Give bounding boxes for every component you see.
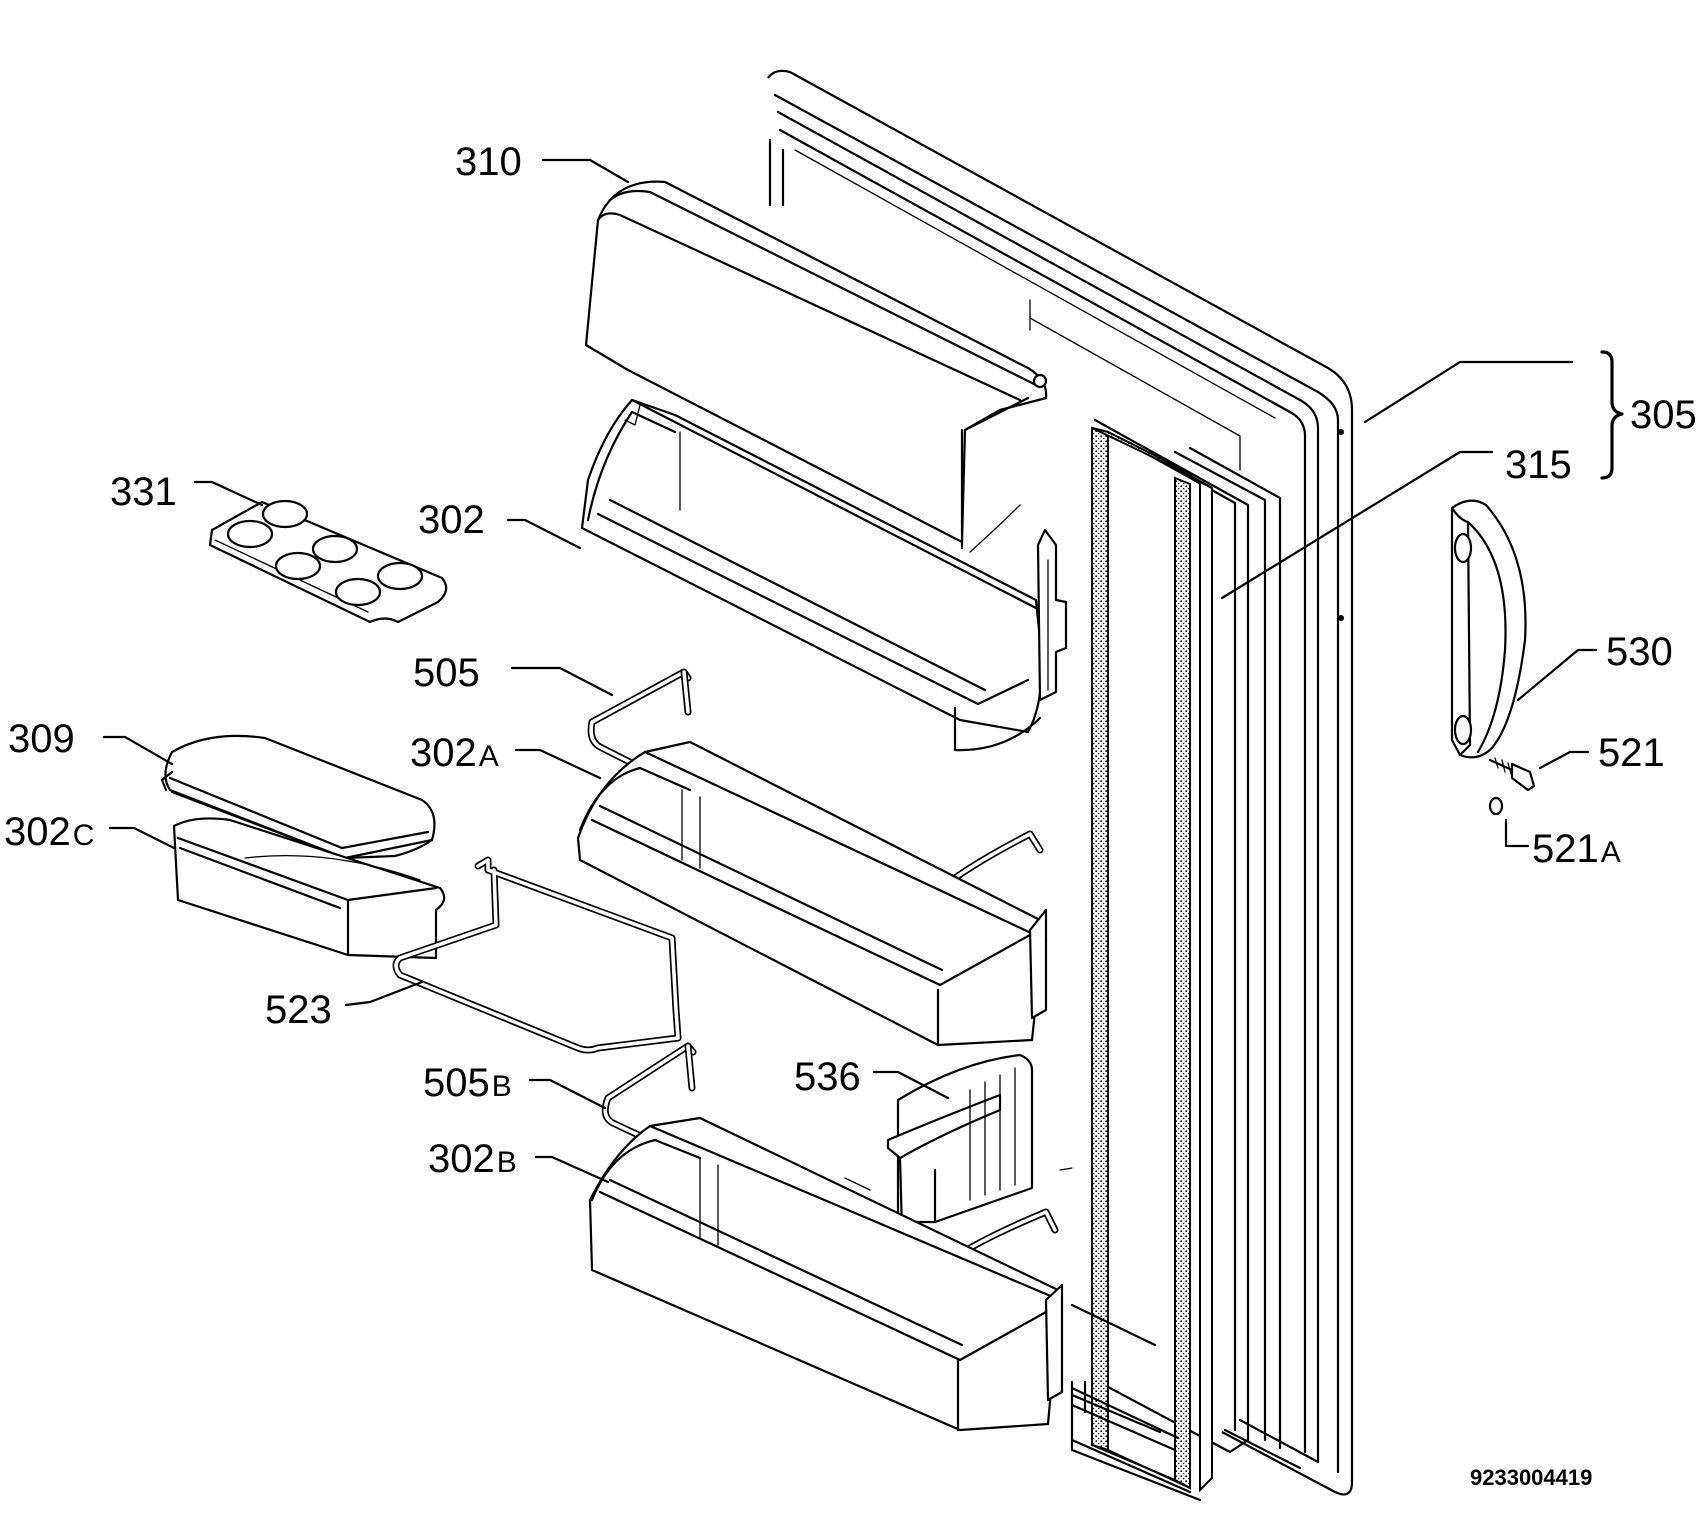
- svg-text:302B: 302B: [428, 1137, 517, 1181]
- svg-text:536: 536: [794, 1055, 861, 1099]
- svg-text:505B: 505B: [423, 1061, 512, 1105]
- svg-text:521A: 521A: [1532, 827, 1621, 871]
- label-521: 521: [1598, 731, 1665, 775]
- part-521a-washer: [1488, 796, 1504, 816]
- part-530-handle: [1450, 499, 1527, 759]
- part-labels: 310 305 315 331 302 530 505 309 302A 521…: [4, 140, 1697, 1490]
- label-505: 505: [413, 651, 480, 695]
- label-331: 331: [110, 470, 177, 514]
- label-310: 310: [455, 140, 522, 184]
- drawing-number: 9233004419: [1470, 1465, 1592, 1490]
- label-523: 523: [265, 988, 332, 1032]
- label-315: 315: [1505, 443, 1572, 487]
- label-309: 309: [8, 717, 75, 761]
- svg-text:310: 310: [455, 140, 522, 184]
- part-302a-shelf: [576, 740, 1048, 1047]
- svg-text:309: 309: [8, 717, 75, 761]
- part-536-divider: [886, 1053, 1034, 1232]
- label-530: 530: [1606, 630, 1673, 674]
- label-302b: 302: [428, 1137, 495, 1181]
- part-302c-box: [172, 817, 446, 960]
- svg-text:530: 530: [1606, 630, 1673, 674]
- part-310-lid: [584, 180, 1048, 553]
- svg-text:305: 305: [1630, 393, 1697, 437]
- svg-text:521: 521: [1598, 731, 1665, 775]
- label-302: 302: [418, 498, 485, 542]
- label-536: 536: [794, 1055, 861, 1099]
- svg-text:505: 505: [413, 651, 480, 695]
- leader-lines: [102, 158, 1624, 1184]
- svg-text:302: 302: [418, 498, 485, 542]
- part-302-upper-shelf: [580, 398, 1068, 752]
- label-302c: 302: [4, 810, 71, 854]
- svg-text:302C: 302C: [4, 810, 94, 854]
- part-521-screw: [1488, 757, 1536, 792]
- label-302a: 302: [410, 731, 477, 775]
- label-305: 305: [1630, 393, 1697, 437]
- part-331-egg-tray: [208, 499, 448, 624]
- part-523-wire-rack: [392, 856, 682, 1054]
- svg-text:331: 331: [110, 470, 177, 514]
- label-505b: 505: [423, 1061, 490, 1105]
- svg-text:523: 523: [265, 988, 332, 1032]
- part-309-lid: [160, 734, 436, 860]
- label-521a: 521: [1532, 827, 1599, 871]
- svg-text:315: 315: [1505, 443, 1572, 487]
- part-302b-shelf: [588, 1116, 1157, 1432]
- svg-text:302A: 302A: [410, 731, 499, 775]
